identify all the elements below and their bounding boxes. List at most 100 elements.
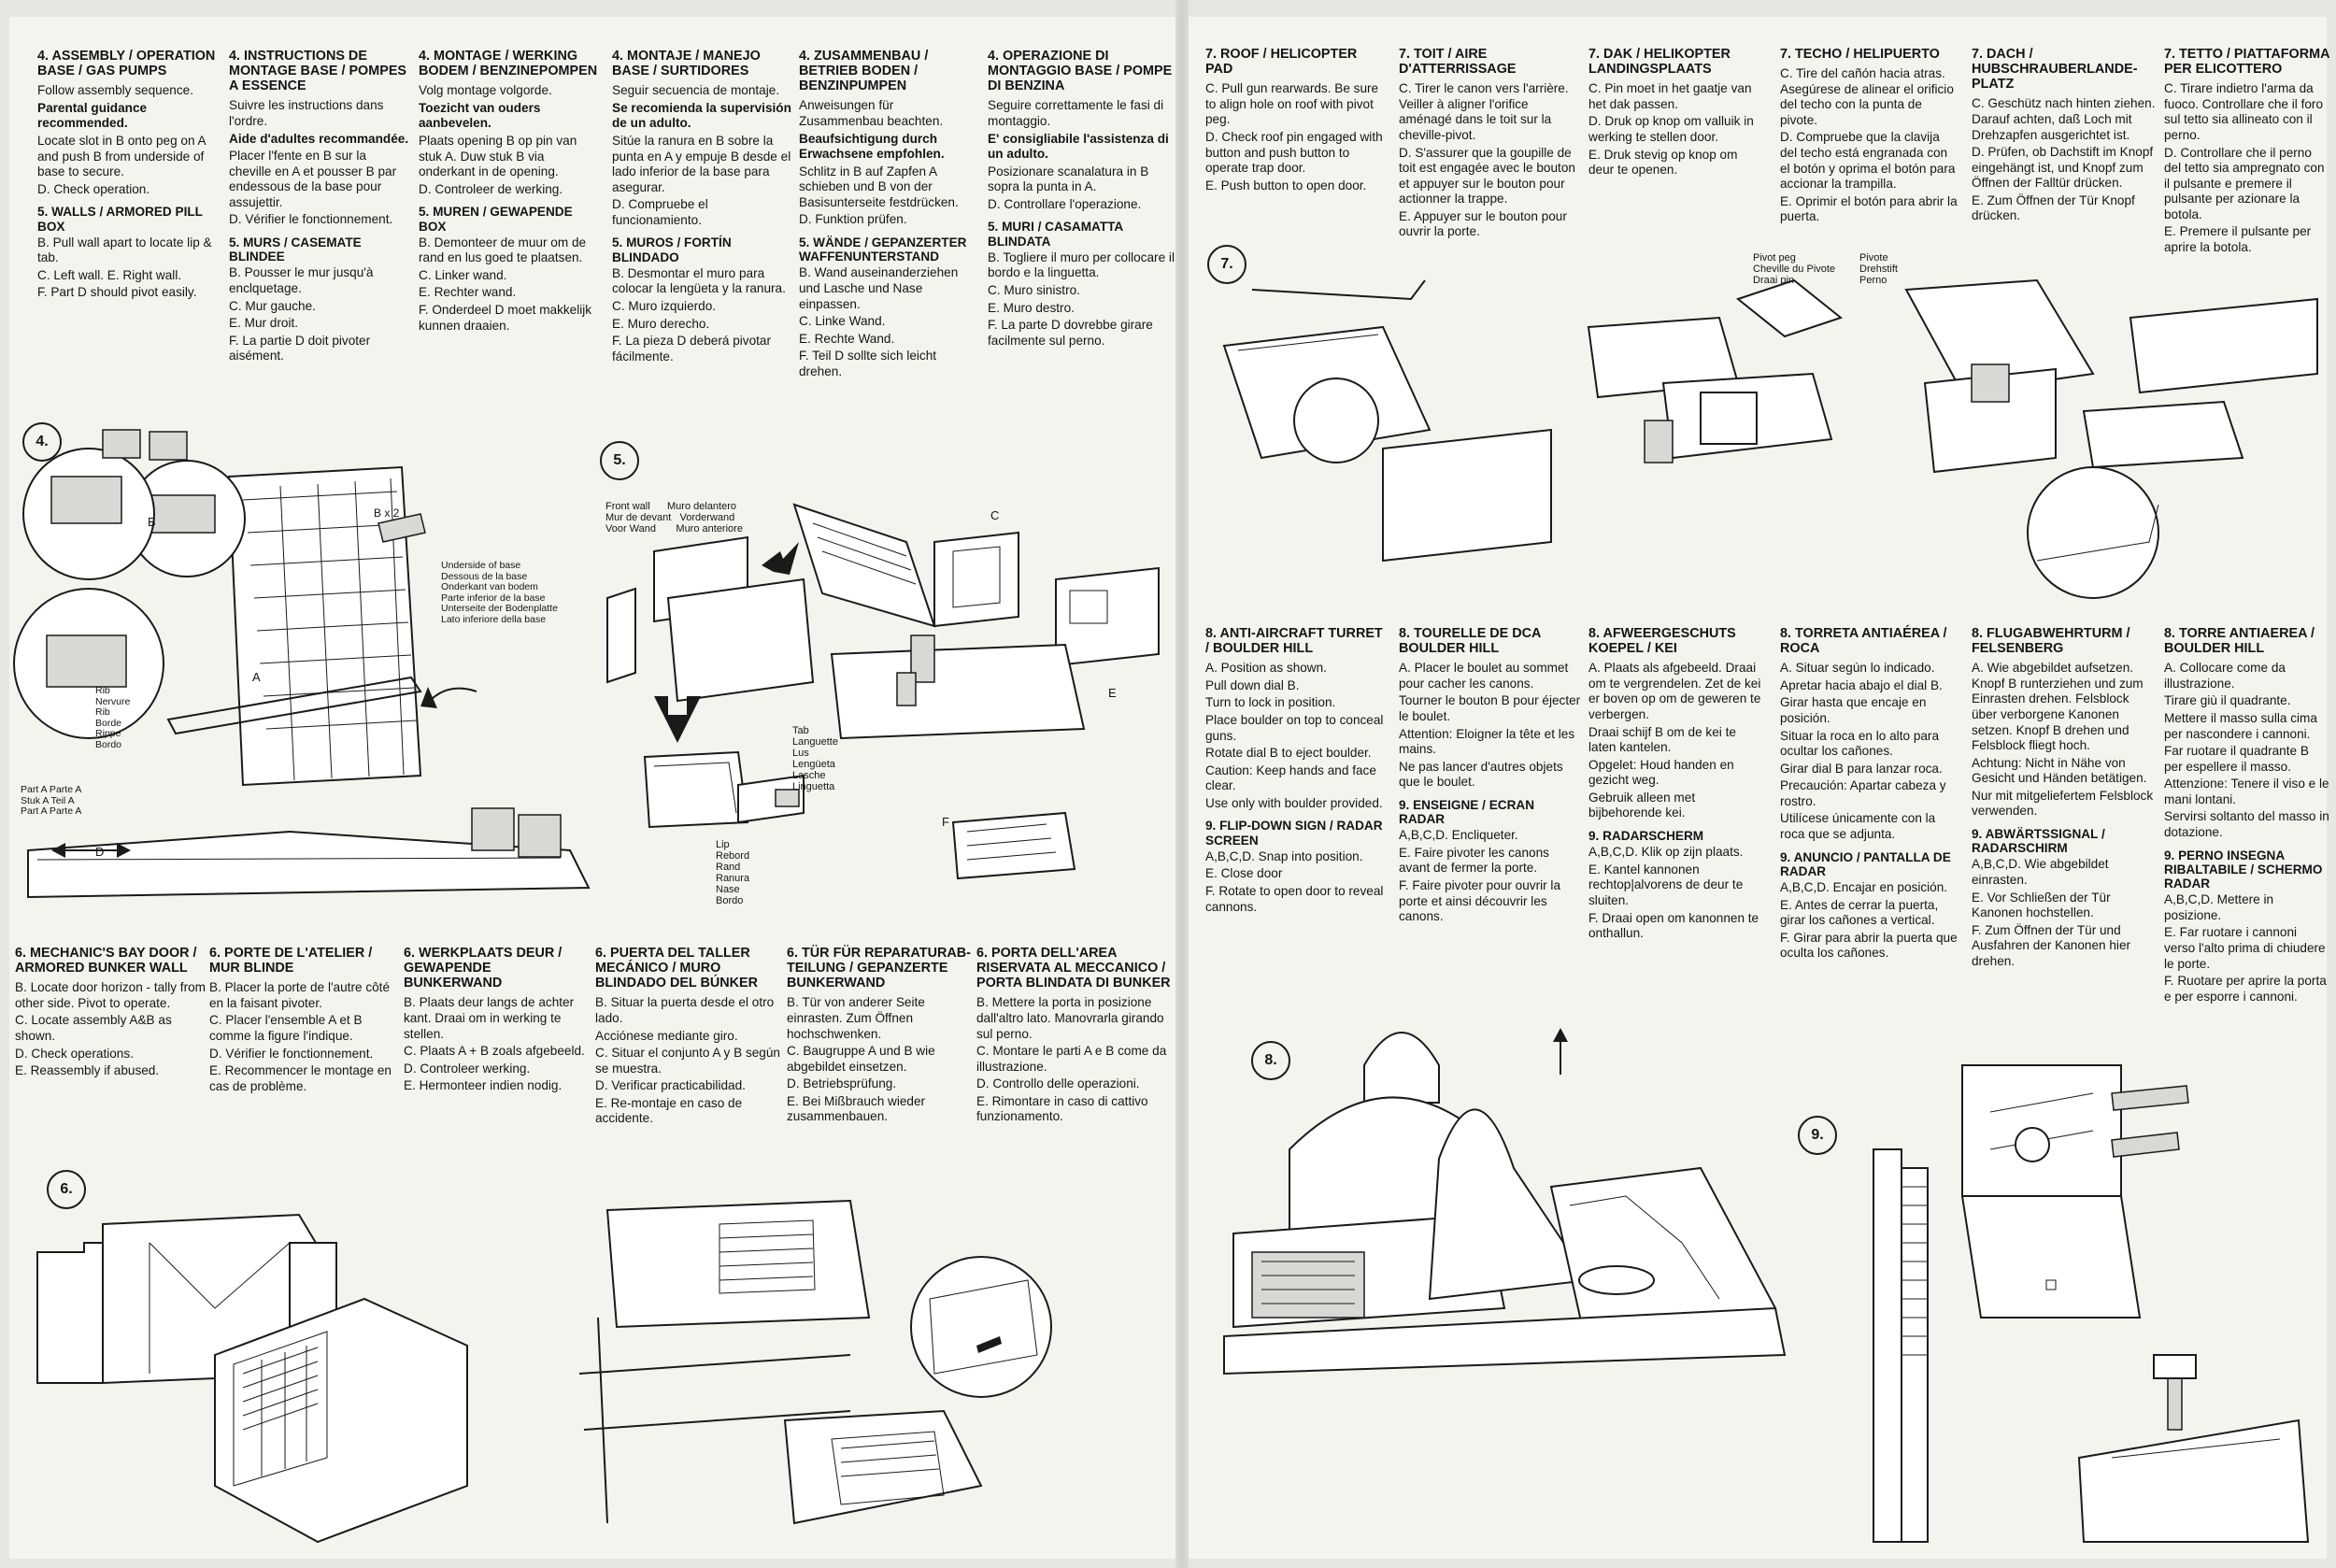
instruction-line: Aide d'adultes recommandée. bbox=[229, 131, 409, 146]
instruction-line: C. Montare le parti A e B come da illust… bbox=[976, 1044, 1167, 1074]
walls-drawing bbox=[606, 503, 1160, 880]
instruction-line: Tourner le bouton B pour éjecter le boul… bbox=[1399, 693, 1581, 723]
instruction-line: D. Compruebe que la clavija del techo es… bbox=[1780, 130, 1956, 192]
block-title: 6. PORTE DE L'ATELIER / MUR BLINDE bbox=[209, 946, 373, 976]
instruction-line: Draai schijf B om de kei te laten kantel… bbox=[1588, 724, 1736, 755]
instruction-line: E. Oprimir el botón para abrir la puerta… bbox=[1780, 193, 1958, 224]
instruction-line: Acciónese mediante giro. bbox=[595, 1028, 738, 1043]
instruction-line: A. Collocare come da illustrazione. bbox=[2164, 661, 2286, 691]
instruction-line: D. Controllo delle operazioni. bbox=[976, 1076, 1140, 1091]
instruction-sheet bbox=[9, 17, 2327, 1559]
instruction-line: C. Tirer le canon vers l'arrière. Veille… bbox=[1399, 81, 1569, 142]
instruction-line: F. Girar para abrir la puerta que oculta… bbox=[1780, 930, 1958, 961]
text-block-nl4: 4. MONTAGE / WERKING BODEM / BENZINEPOMP… bbox=[419, 49, 601, 335]
instruction-line: E. Premere il pulsante per aprire la bot… bbox=[2164, 224, 2312, 255]
instruction-line: D. Betriebsprüfung. bbox=[787, 1076, 897, 1091]
text-block-en4: 4. ASSEMBLY / OPERATION BASE / GAS PUMPS… bbox=[37, 49, 224, 303]
instruction-line: Mettere il masso sulla cima per nasconde… bbox=[2164, 710, 2317, 741]
instruction-line: B. Locate door horizon - tally from othe… bbox=[15, 980, 206, 1010]
instruction-line: Nur mit mitgeliefertem Felsblock verwend… bbox=[1972, 788, 2154, 819]
instruction-line: Se recomienda la supervisión de un adult… bbox=[612, 100, 791, 131]
instruction-line: Pull down dial B. bbox=[1205, 677, 1300, 692]
block-title: 6. PORTA DELL'AREA RISERVATA AL MECCANIC… bbox=[976, 946, 1171, 991]
instruction-line: Girar hasta que encaje en posición. bbox=[1780, 695, 1927, 725]
text-block-es6: 6. PUERTA DEL TALLER MECÁNICO / MURO BLI… bbox=[595, 946, 782, 1129]
instruction-line: E. Rechte Wand. bbox=[799, 331, 895, 346]
instruction-line: C. Mur gauche. bbox=[229, 298, 316, 313]
instruction-line: E. Appuyer sur le bouton pour ouvrir la … bbox=[1399, 208, 1567, 239]
instruction-line: B. Wand auseinanderziehen und Lasche und… bbox=[799, 265, 959, 311]
instruction-line: D. Check roof pin engaged with button an… bbox=[1205, 129, 1383, 176]
instruction-line: Volg montage volgorde. bbox=[419, 83, 552, 98]
instruction-line: A. Position as shown. bbox=[1205, 661, 1327, 676]
instruction-line: E. Far ruotare i cannoni verso l'alto pr… bbox=[2164, 925, 2326, 971]
instruction-line: F. Draai open om kanonnen te onthallun. bbox=[1588, 910, 1759, 941]
instruction-line: B. Mettere la porta in posizione dall'al… bbox=[976, 995, 1164, 1041]
instruction-line: E. Vor Schließen der Tür Kanonen hochste… bbox=[1972, 890, 2111, 920]
block-title: 8. AFWEERGESCHUTS KOEPEL / KEI bbox=[1588, 626, 1736, 657]
instruction-line: Attention: Eloigner la tête et les mains… bbox=[1399, 726, 1575, 757]
sub-heading: 9. RADARSCHERM bbox=[1588, 829, 1704, 844]
instruction-line: E. Re-montaje en caso de accidente. bbox=[595, 1095, 743, 1126]
instruction-line: Ne pas lancer d'autres objets que le bou… bbox=[1399, 759, 1563, 790]
sub-heading: 9. ENSEIGNE / ECRAN RADAR bbox=[1399, 797, 1535, 827]
instruction-line: Servirsi soltanto del masso in dotazione… bbox=[2164, 809, 2329, 840]
text-block-it4: 4. OPERAZIONE DI MONTAGGIO BASE / POMPE … bbox=[988, 49, 1175, 350]
text-block-fr4: 4. INSTRUCTIONS DE MONTAGE BASE / POMPES… bbox=[229, 49, 411, 366]
instruction-line: Utilícese únicamente con la roca que se … bbox=[1780, 811, 1936, 842]
text-block-nl6: 6. WERKPLAATS DEUR / GEWAPENDE BUNKERWAN… bbox=[404, 946, 591, 1096]
instruction-line: Apretar hacia abajo el dial B. bbox=[1780, 677, 1943, 692]
instruction-line: E. Muro derecho. bbox=[612, 316, 710, 331]
instruction-line: A,B,C,D. Wie abgebildet einrasten. bbox=[1972, 857, 2109, 888]
block-title: 4. MONTAGE / WERKING BODEM / BENZINEPOMP… bbox=[419, 49, 598, 79]
text-block-nl8: 8. AFWEERGESCHUTS KOEPEL / KEI A. Plaats … bbox=[1588, 626, 1766, 944]
instruction-line: A,B,C,D. Snap into position. bbox=[1205, 848, 1363, 863]
sub-heading: 9. ABWÄRTSSIGNAL / RADARSCHIRM bbox=[1972, 827, 2105, 856]
sub-heading: 5. MUREN / GEWAPENDE BOX bbox=[419, 205, 573, 234]
instruction-line: E. Kantel kannonen rechtop|alvorens de d… bbox=[1588, 862, 1744, 907]
instruction-line: Precaución: Apartar cabeza y rostro. bbox=[1780, 778, 1946, 808]
instruction-line: C. Baugruppe A und B wie abgebildet eins… bbox=[787, 1044, 935, 1074]
instruction-line: D. Vérifier le fonctionnement. bbox=[209, 1046, 374, 1061]
instruction-line: E. Druk stevig op knop om deur te openen… bbox=[1588, 147, 1738, 178]
text-block-en8: 8. ANTI-AIRCRAFT TURRET / BOULDER HILL A.… bbox=[1205, 626, 1388, 917]
instruction-line: C. Tire del cañón hacia atras. Asegúrese… bbox=[1780, 66, 1954, 127]
block-title: 7. ROOF / HELICOPTER PAD bbox=[1205, 47, 1358, 78]
block-title: 8. ANTI-AIRCRAFT TURRET / BOULDER HILL bbox=[1205, 626, 1383, 657]
turret-drawing bbox=[1223, 1028, 1787, 1376]
instruction-line: E. Mur droit. bbox=[229, 316, 299, 331]
instruction-line: A. Plaats als afgebeeld. Draai om te ver… bbox=[1588, 661, 1761, 721]
instruction-line: F. Faire pivoter pour ouvrir la porte et… bbox=[1399, 878, 1561, 924]
instruction-line: C. Pin moet in het gaatje van het dak pa… bbox=[1588, 81, 1752, 111]
instruction-line: Locate slot in B onto peg on A and push … bbox=[37, 133, 206, 179]
block-title: 6. MECHANIC'S BAY DOOR / ARMORED BUNKER … bbox=[15, 946, 197, 976]
block-title: 6. PUERTA DEL TALLER MECÁNICO / MURO BLI… bbox=[595, 946, 759, 991]
block-title: 4. ASSEMBLY / OPERATION BASE / GAS PUMPS bbox=[37, 49, 216, 79]
instruction-line: D. Controllare l'operazione. bbox=[988, 196, 1142, 211]
instruction-line: B. Pull wall apart to locate lip & tab. bbox=[37, 235, 212, 265]
instruction-line: C. Locate assembly A&B as shown. bbox=[15, 1013, 172, 1043]
step-number-4: 4. bbox=[22, 422, 62, 462]
block-title: 6. TÜR FÜR REPARATURAB-TEILUNG / GEPANZE… bbox=[787, 946, 971, 991]
illustration-roof-helipad bbox=[1222, 278, 2318, 599]
block-title: 7. DAK / HELIKOPTER LANDINGSPLAATS bbox=[1588, 47, 1731, 78]
instruction-line: E' consigliabile l'assistenza di un adul… bbox=[988, 131, 1169, 162]
instruction-line: E. Hermonteer indien nodig. bbox=[404, 1078, 563, 1093]
part-letter-b: B bbox=[148, 515, 156, 529]
instruction-line: E. Push button to open door. bbox=[1205, 178, 1367, 192]
instruction-line: Toezicht van ouders aanbevelen. bbox=[419, 100, 541, 131]
instruction-line: A,B,C,D. Klik op zijn plaats. bbox=[1588, 845, 1744, 860]
block-title: 8. FLUGABWEHRTURM / FELSENBERG bbox=[1972, 626, 2130, 657]
part-letter-f: F bbox=[942, 815, 949, 829]
sub-heading: 5. MURS / CASEMATE BLINDEE bbox=[229, 235, 362, 264]
